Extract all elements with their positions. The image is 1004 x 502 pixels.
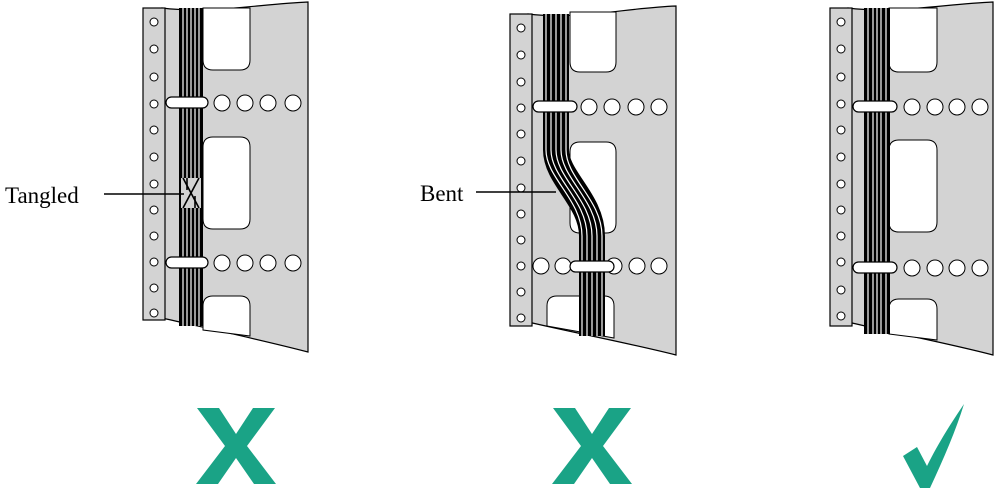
cable-bundle-bent — [543, 14, 605, 336]
cable-tie — [532, 100, 578, 113]
cutout — [888, 7, 938, 73]
cutout — [202, 136, 251, 230]
cutout — [202, 295, 251, 337]
tangled-label: Tangled — [5, 183, 79, 208]
rack-rail — [142, 7, 166, 321]
rail-holes — [516, 23, 526, 323]
cable-tie — [852, 100, 898, 113]
rack-rail — [829, 7, 853, 327]
panel-tangled: Tangled — [5, 1, 309, 353]
rail-holes — [836, 17, 846, 321]
hole-row — [213, 94, 302, 272]
cable-tie — [852, 261, 898, 274]
cross-mark-icon — [552, 408, 632, 484]
cutout — [888, 298, 938, 341]
cable-tie — [569, 260, 615, 273]
cable-tie — [165, 96, 209, 109]
cable-bundle-tangled — [179, 8, 203, 326]
check-mark-icon — [903, 404, 964, 488]
rack-rail — [509, 13, 533, 327]
panel-bent: Bent — [420, 5, 677, 356]
rail-holes — [149, 17, 159, 318]
hole-row — [903, 98, 989, 277]
cutout — [888, 139, 938, 233]
bent-label: Bent — [420, 181, 464, 206]
cable-tie — [165, 256, 209, 269]
panel-correct — [829, 1, 994, 356]
cable-bundle-straight — [864, 8, 890, 334]
cutout — [202, 7, 251, 71]
cutout — [569, 11, 617, 73]
cross-mark-icon — [196, 408, 276, 484]
